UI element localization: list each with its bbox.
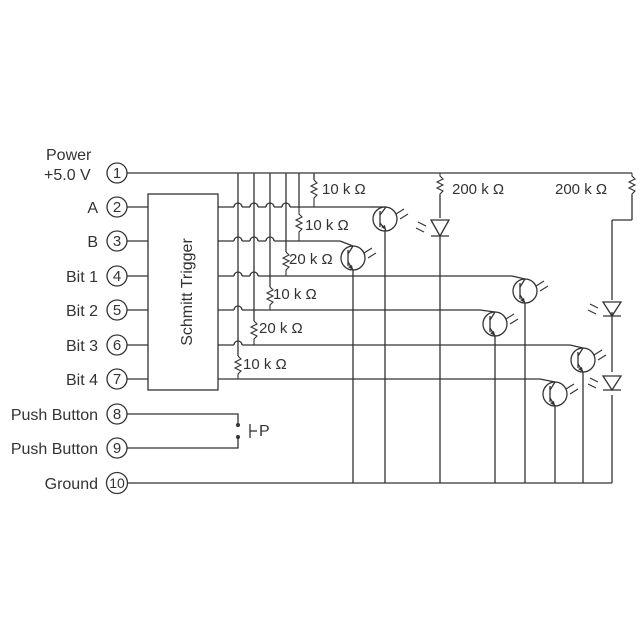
pin-9: 9 <box>106 437 128 459</box>
pin5-label: Bit 2 <box>66 303 98 320</box>
resistor-r2-label: 10 k Ω <box>305 217 349 234</box>
pin6-label: Bit 3 <box>66 338 98 355</box>
pin4-label: Bit 1 <box>66 269 98 286</box>
phototransistor-q5 <box>570 347 607 373</box>
pin-3: 3 <box>106 230 128 252</box>
pin-10: 10 <box>105 471 129 495</box>
schmitt-trigger-label: Schmitt Trigger <box>179 238 196 346</box>
schmitt-trigger-ic: Schmitt Trigger <box>147 193 219 391</box>
resistor-r8-label: 200 k Ω <box>555 181 607 198</box>
resistor-r4: 10 k Ω <box>265 286 317 310</box>
pin1-label-voltage: +5.0 V <box>44 167 91 184</box>
pin3-number: 3 <box>113 233 121 250</box>
phototransistor-q1 <box>372 206 409 232</box>
pin5-number: 5 <box>113 302 121 319</box>
pin7-number: 7 <box>113 371 121 388</box>
wiring <box>127 172 633 484</box>
led-d3 <box>587 375 623 392</box>
pin1-number: 1 <box>113 165 121 182</box>
resistor-r3: 20 k Ω <box>281 251 333 276</box>
phototransistor-q4 <box>482 311 519 337</box>
pin8-label: Push Button <box>11 407 98 424</box>
resistor-r7-label: 200 k Ω <box>452 181 504 198</box>
resistor-r7: 200 k Ω <box>435 173 504 198</box>
pin4-number: 4 <box>113 268 121 285</box>
pin1-label-power: Power <box>46 147 92 164</box>
phototransistor-q2 <box>340 245 377 271</box>
phototransistor-q6 <box>542 381 579 407</box>
pin6-number: 6 <box>113 337 121 354</box>
pin-2: 2 <box>106 196 128 218</box>
pin-6: 6 <box>106 334 128 356</box>
resistor-r3-label: 20 k Ω <box>289 251 333 268</box>
switch-label: P <box>259 423 270 440</box>
resistor-r8: 200 k Ω <box>555 173 637 198</box>
resistor-r5-label: 20 k Ω <box>259 320 303 337</box>
resistor-r6-label: 10 k Ω <box>243 356 287 373</box>
pin9-label: Push Button <box>11 441 98 458</box>
pin-1: 1 <box>106 162 128 184</box>
resistor-r1: 10 k Ω <box>309 179 366 207</box>
led-d2 <box>587 301 623 318</box>
resistor-r5: 20 k Ω <box>249 320 303 345</box>
pin9-number: 9 <box>113 440 121 457</box>
pin2-label: A <box>87 200 98 217</box>
collector-wires <box>339 206 584 383</box>
led-d1 <box>415 219 451 238</box>
resistor-r6: 10 k Ω <box>233 355 287 379</box>
pin8-number: 8 <box>113 406 121 423</box>
pin7-label: Bit 4 <box>66 372 98 389</box>
phototransistor-q3 <box>512 278 549 304</box>
pin10-label: Ground <box>45 476 98 493</box>
pin10-number: 10 <box>109 475 125 491</box>
resistor-r4-label: 10 k Ω <box>273 286 317 303</box>
push-button-switch: P <box>236 423 270 440</box>
pin-7: 7 <box>106 368 128 390</box>
pin-5: 5 <box>106 299 128 321</box>
resistor-r2: 10 k Ω <box>294 208 349 241</box>
pin3-label: B <box>87 234 98 251</box>
pin2-number: 2 <box>113 199 121 216</box>
resistor-r1-label: 10 k Ω <box>322 181 366 198</box>
pin-8: 8 <box>106 403 128 425</box>
pin-4: 4 <box>106 265 128 287</box>
